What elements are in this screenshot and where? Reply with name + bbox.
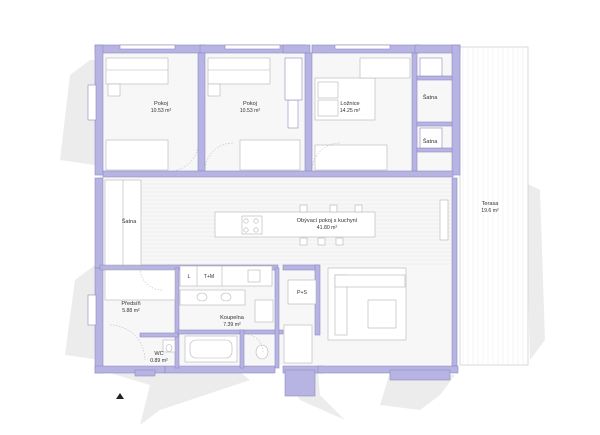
predsin-label: Předsíň [121,301,140,307]
pokoj1-label: Pokoj [154,101,168,107]
koupelna-area: 7.39 m² [223,322,241,328]
ps-box [287,279,317,305]
bathroom-fixtures [179,289,313,364]
wc-fixtures [162,339,176,353]
predsin-area: 5.88 m² [122,308,140,314]
room-labels: Pokoj 10.53 m² Pokoj 10.53 m² Ložnice 14… [121,94,499,364]
fixture-l: L [188,274,191,280]
kitchen-counter [179,265,273,287]
obyvaci-label: Obývací pokoj s kuchyní [297,218,358,224]
wc-label: WC [154,351,163,357]
kitchen-island [214,204,376,246]
koupelna-label: Koupelna [220,315,245,321]
terrace [459,46,529,366]
predsin-cabinet [104,269,176,301]
obyvaci-area: 41.80 m² [317,225,338,231]
pokoj1-furniture [105,57,169,171]
pokoj1-area: 10.53 m² [151,108,172,114]
satna1-label: Šatna [423,94,439,101]
loznice-label: Ložnice [340,101,359,107]
satna-left [104,179,142,266]
fixture-tm: T+M [204,274,215,280]
entrance-arrow-icon [116,393,124,399]
pokoj2-label: Pokoj [243,101,257,107]
door-swings [109,142,341,361]
satna3-label: Šatna [122,218,138,225]
wc-area: 0.89 m² [150,358,168,364]
loznice-area: 14.25 m² [340,108,361,114]
satna2-label: Šatna [423,138,439,145]
sofa-area [327,199,449,341]
window-frames [87,44,443,326]
loznice-furniture [314,57,411,171]
pokoj2-furniture [207,57,301,171]
terasa-label: Terasa [482,201,500,207]
fixture-ps: P+S [297,290,307,296]
pokoj2-area: 10.53 m² [240,108,261,114]
terasa-area: 19.6 m² [481,208,499,214]
